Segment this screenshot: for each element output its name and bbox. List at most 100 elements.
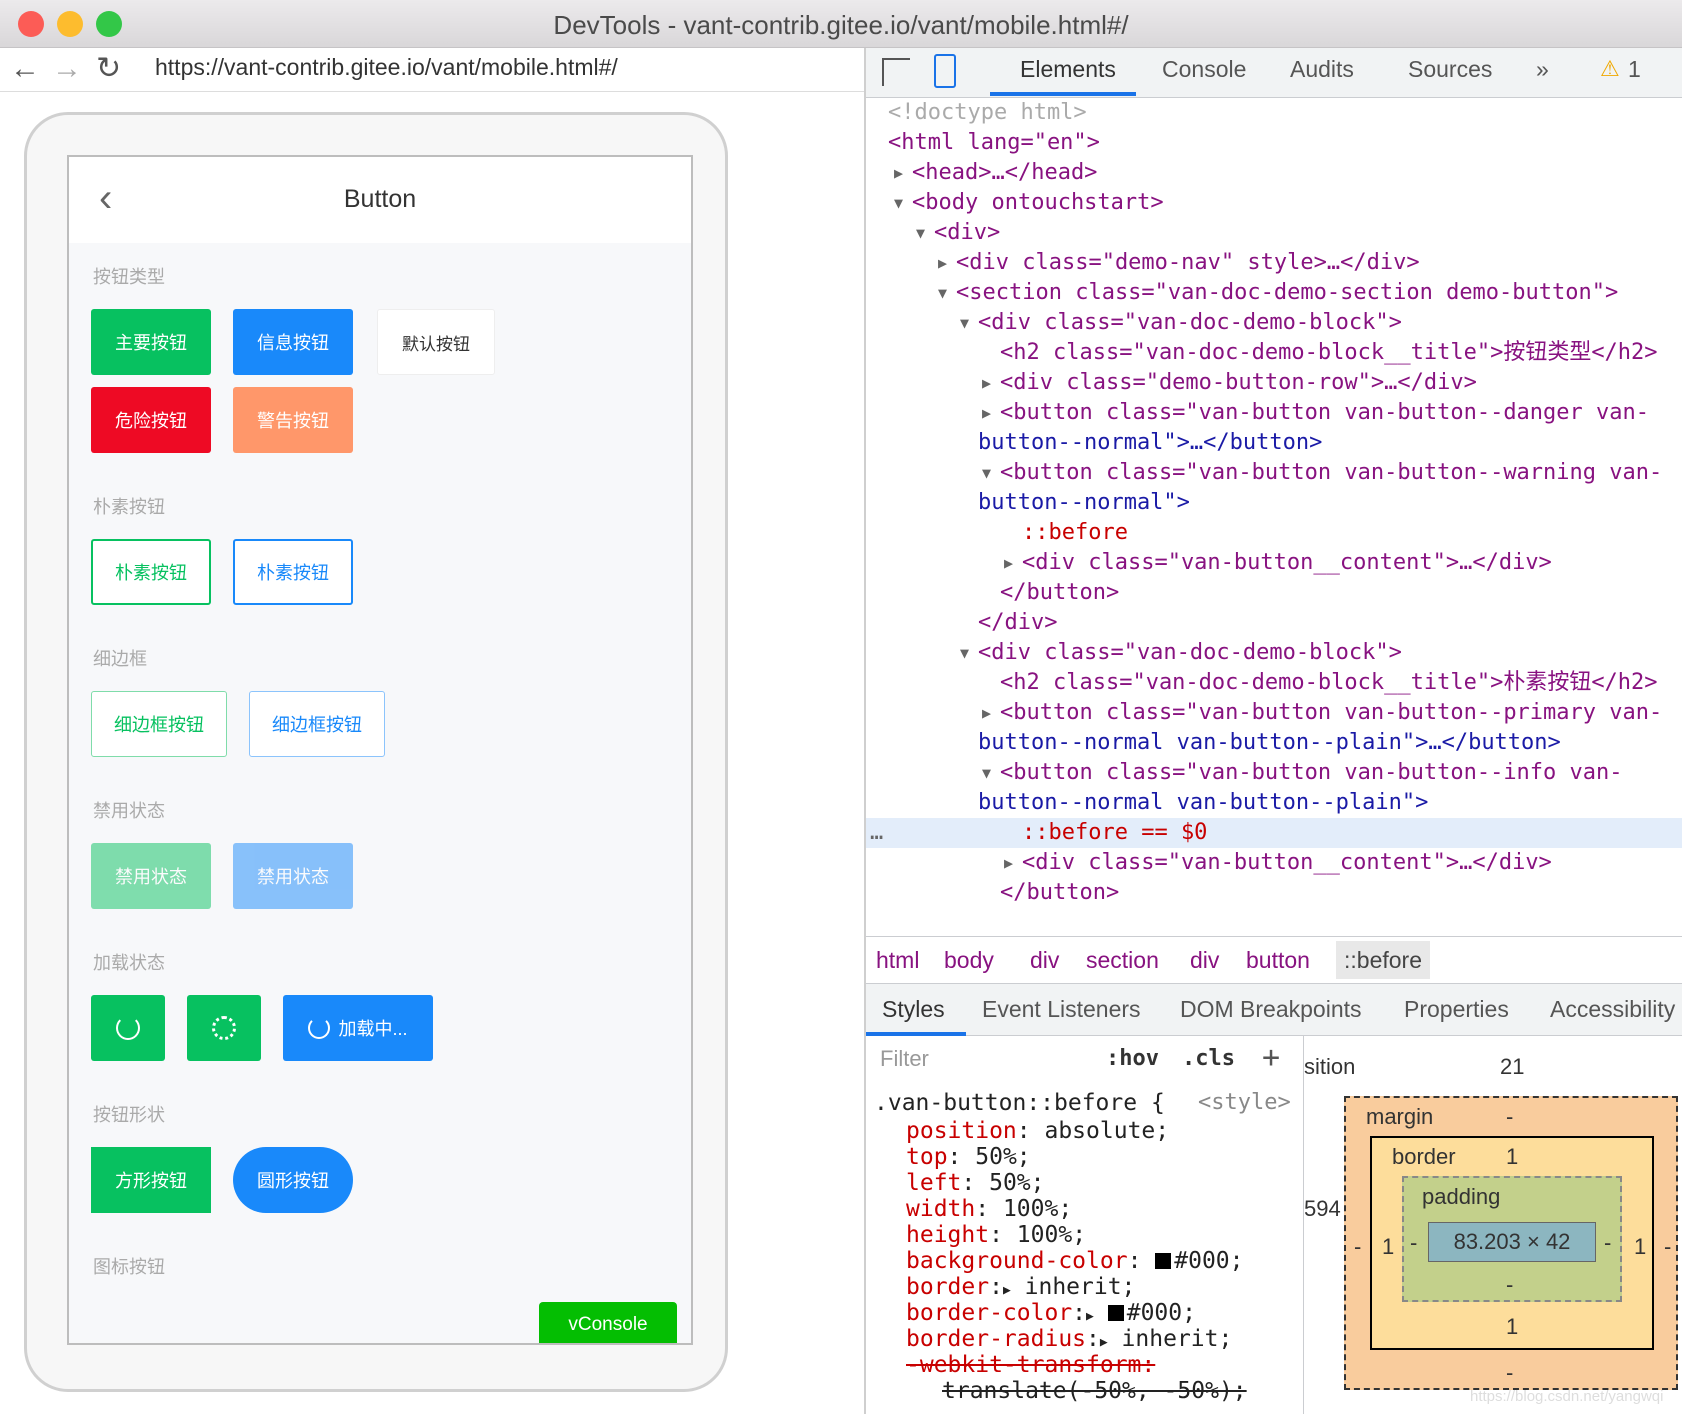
expand-triangle-icon[interactable]: ▶ [894,164,904,182]
maximize-window-button[interactable] [96,11,122,37]
margin-right-value[interactable]: - [1664,1234,1672,1259]
collapse-triangle-icon[interactable]: ▼ [982,764,992,782]
css-declaration[interactable]: position: absolute; [906,1118,1170,1144]
expand-triangle-icon[interactable]: ▶ [1086,1309,1094,1324]
chevron-left-icon[interactable]: ‹ [99,176,113,220]
content-box[interactable]: 83.203 × 42 [1428,1222,1596,1262]
breadcrumb-item[interactable]: section [1086,947,1159,973]
tree-node[interactable]: </div> [978,610,1058,635]
tree-node[interactable]: ▼<button class="van-button van-button--w… [866,458,1682,488]
padding-box[interactable]: padding - - - 83.203 × 42 [1402,1176,1622,1302]
tree-node[interactable]: ▶<div class="van-button__content">…</div… [866,848,1682,878]
tree-node-selected[interactable]: …::before == $0 [866,818,1682,848]
tab-dom-breakpoints[interactable]: DOM Breakpoints [1180,996,1362,1022]
border-box[interactable]: border 1 1 1 1 padding - - - 83.203 × 42 [1370,1136,1654,1350]
border-left-value[interactable]: 1 [1382,1234,1395,1259]
styles-filter-input[interactable]: Filter [880,1046,929,1071]
warning-button[interactable]: 警告按钮 [233,387,353,453]
border-bottom-value[interactable]: 1 [1506,1314,1519,1339]
loading-text-button[interactable]: 加载中... [283,995,433,1061]
border-top-value[interactable]: 1 [1506,1144,1519,1169]
hairline-info-button[interactable]: 细边框按钮 [249,691,385,757]
tree-node[interactable]: ▼<div class="van-doc-demo-block"> [866,308,1682,338]
color-swatch-icon[interactable] [1155,1253,1172,1269]
border-right-value[interactable]: 1 [1634,1234,1647,1259]
padding-bottom-value[interactable]: - [1506,1272,1514,1297]
css-declaration[interactable]: height: 100%; [906,1222,1087,1248]
tree-node[interactable]: <html lang="en"> [888,130,1100,155]
css-rule-selector[interactable]: .van-button::before { [874,1090,1165,1116]
hairline-primary-button[interactable]: 细边框按钮 [91,691,227,757]
tab-elements[interactable]: Elements [1020,56,1116,82]
close-window-button[interactable] [18,11,44,37]
plain-primary-button[interactable]: 朴素按钮 [91,539,211,605]
back-arrow-icon[interactable]: ← [10,52,40,85]
tree-node[interactable]: </button> [1000,880,1120,905]
tree-node[interactable]: ▶<button class="van-button van-button--d… [866,398,1682,428]
new-style-rule-icon[interactable]: + [1262,1040,1281,1075]
color-swatch-icon[interactable] [1107,1305,1124,1321]
css-declaration[interactable]: left: 50%; [906,1170,1045,1196]
tab-audits[interactable]: Audits [1290,56,1354,82]
square-button[interactable]: 方形按钮 [91,1147,211,1213]
tree-node-pseudo[interactable]: ::before [1022,520,1128,545]
margin-left-value[interactable]: - [1354,1234,1362,1259]
expand-triangle-icon[interactable]: ▶ [982,374,992,392]
expand-triangle-icon[interactable]: ▶ [1004,854,1014,872]
breadcrumb-item[interactable]: button [1246,947,1310,973]
forward-arrow-icon[interactable]: → [52,52,82,85]
inspect-element-icon[interactable] [882,58,910,86]
elements-tree[interactable]: <!doctype html> <html lang="en"> ▶<head>… [866,98,1682,936]
css-declaration-overridden[interactable]: translate(-50%, -50%); [942,1378,1247,1404]
tab-event-listeners[interactable]: Event Listeners [982,996,1141,1022]
collapse-triangle-icon[interactable]: ▼ [982,464,992,482]
tree-node[interactable]: ▼<section class="van-doc-demo-section de… [866,278,1682,308]
tree-node[interactable]: ▼<body ontouchstart> [866,188,1682,218]
tree-node[interactable]: </button> [1000,580,1120,605]
expand-triangle-icon[interactable]: ▶ [982,404,992,422]
tree-node[interactable]: ▼<button class="van-button van-button--i… [866,758,1682,788]
breadcrumb-item-selected[interactable]: ::before [1336,941,1430,979]
hov-toggle[interactable]: :hov [1106,1046,1159,1071]
expand-triangle-icon[interactable]: ▶ [1002,1283,1011,1298]
tab-sources[interactable]: Sources [1408,56,1493,82]
collapse-triangle-icon[interactable]: ▼ [960,644,970,662]
panel-divider[interactable] [864,48,866,1414]
padding-right-value[interactable]: - [1604,1230,1612,1255]
tree-node[interactable]: ▶<div class="van-button__content">…</div… [866,548,1682,578]
info-button[interactable]: 信息按钮 [233,309,353,375]
tree-node[interactable]: ▶<button class="van-button van-button--p… [866,698,1682,728]
url-input[interactable]: https://vant-contrib.gitee.io/vant/mobil… [155,54,618,80]
expand-triangle-icon[interactable]: ▶ [1004,554,1014,572]
tree-node-continuation[interactable]: button--normal van-button--plain"> [978,790,1429,815]
position-left-value[interactable]: 594 [1304,1196,1341,1221]
loading-button[interactable] [91,995,165,1061]
tree-node[interactable]: ▶<div class="demo-nav" style>…</div> [866,248,1682,278]
tree-node[interactable]: <h2 class="van-doc-demo-block__title">朴素… [1000,670,1658,695]
tab-console[interactable]: Console [1162,56,1247,82]
css-declaration[interactable]: top: 50%; [906,1144,1031,1170]
loading-spinner-button[interactable] [187,995,261,1061]
primary-button[interactable]: 主要按钮 [91,309,211,375]
breadcrumb-item[interactable]: html [876,947,920,973]
css-rule-source[interactable]: <style> [1198,1090,1291,1115]
danger-button[interactable]: 危险按钮 [91,387,211,453]
margin-box[interactable]: margin - - - - border 1 1 1 1 padding - … [1344,1096,1678,1390]
collapse-triangle-icon[interactable]: ▼ [894,194,904,212]
breadcrumb-item[interactable]: body [944,947,994,973]
css-declaration[interactable]: width: 100%; [906,1196,1073,1222]
css-declaration[interactable]: border-radius:▶ inherit; [906,1326,1233,1352]
more-tabs-button[interactable]: » [1536,56,1549,82]
tab-properties[interactable]: Properties [1404,996,1509,1022]
expand-triangle-icon[interactable]: ▶ [938,254,948,272]
tab-styles[interactable]: Styles [882,996,945,1022]
tree-node[interactable]: ▶<div class="demo-button-row">…</div> [866,368,1682,398]
margin-bottom-value[interactable]: - [1506,1360,1514,1385]
css-declaration-overridden[interactable]: -webkit-transform: [906,1352,1156,1378]
expand-triangle-icon[interactable]: ▶ [982,704,992,722]
breadcrumb-item[interactable]: div [1190,947,1220,973]
reload-icon[interactable]: ↻ [96,52,122,85]
css-declaration[interactable]: border:▶ inherit; [906,1274,1136,1300]
collapse-triangle-icon[interactable]: ▼ [916,224,926,242]
more-options-icon[interactable]: … [870,820,884,845]
